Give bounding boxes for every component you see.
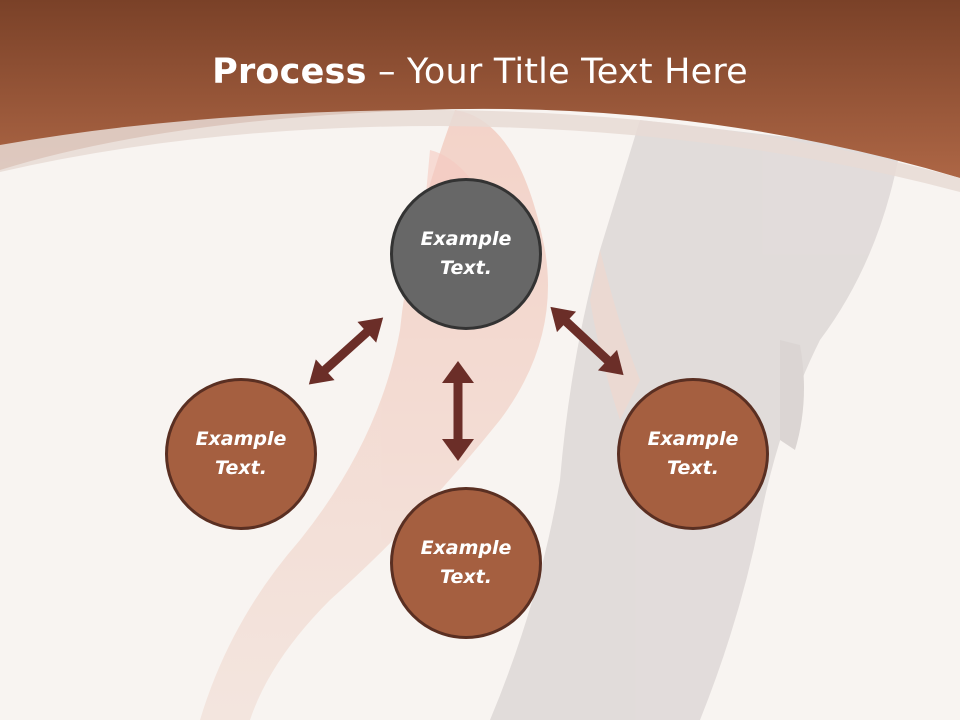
double-arrow-right	[550, 306, 624, 376]
node-right-text: Example Text.	[647, 428, 739, 479]
node-bottom-text: Example Text.	[420, 537, 512, 588]
node-top-circle: Example Text.	[390, 178, 542, 330]
node-top-text: Example Text.	[420, 228, 512, 279]
double-arrow-left	[308, 317, 384, 385]
slide-title: Process – Your Title Text Here	[0, 52, 960, 92]
node-bottom-circle: Example Text.	[390, 487, 542, 639]
node-right-circle: Example Text.	[617, 378, 769, 530]
double-arrow-center	[442, 361, 474, 461]
title-rest: – Your Title Text Here	[366, 52, 748, 92]
title-bold: Process	[212, 52, 367, 92]
node-left-text: Example Text.	[195, 428, 287, 479]
node-left-circle: Example Text.	[165, 378, 317, 530]
